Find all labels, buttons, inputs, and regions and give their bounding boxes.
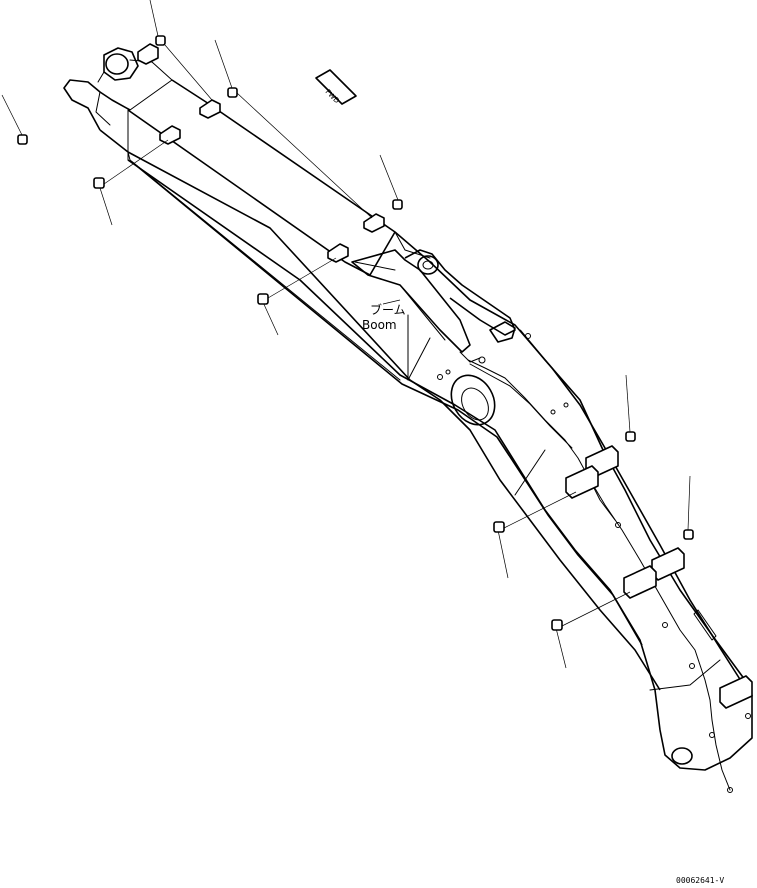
part-label-en: Boom [362, 318, 397, 332]
pad-bolt [17, 134, 28, 145]
shim-pad-group [137, 43, 753, 709]
pad-bolt [551, 619, 563, 631]
drawing-code: 00062641-V [676, 876, 725, 885]
shim-pad [199, 99, 221, 119]
cylinder-boss [450, 374, 496, 426]
part-label-jp: ブーム [370, 303, 406, 317]
arm-cylinder-bracket [351, 249, 516, 353]
shim-pad [719, 675, 753, 709]
pad-bolt [625, 431, 636, 442]
pad-bolt [93, 177, 105, 189]
boom-body [63, 47, 753, 771]
label-leader [382, 299, 401, 305]
pad-bolt [392, 199, 403, 210]
pad-bolt [493, 521, 505, 533]
shim-pad [327, 243, 349, 263]
pad-bolt-group [1, 0, 694, 669]
shim-pad [137, 43, 159, 65]
shim-pad [565, 465, 599, 499]
shim-pad [159, 125, 181, 145]
pad-bolt [227, 87, 238, 98]
wiring-harness [437, 333, 751, 793]
front-mark-plate: FWD [315, 69, 357, 105]
shim-pad [363, 213, 385, 233]
shim-pad [623, 565, 657, 599]
pad-bolt [683, 529, 694, 540]
clamp-bracket-upper [489, 321, 516, 343]
caution-plate [693, 609, 717, 641]
pad-bolt [257, 293, 269, 305]
pad-bolt [155, 35, 166, 46]
